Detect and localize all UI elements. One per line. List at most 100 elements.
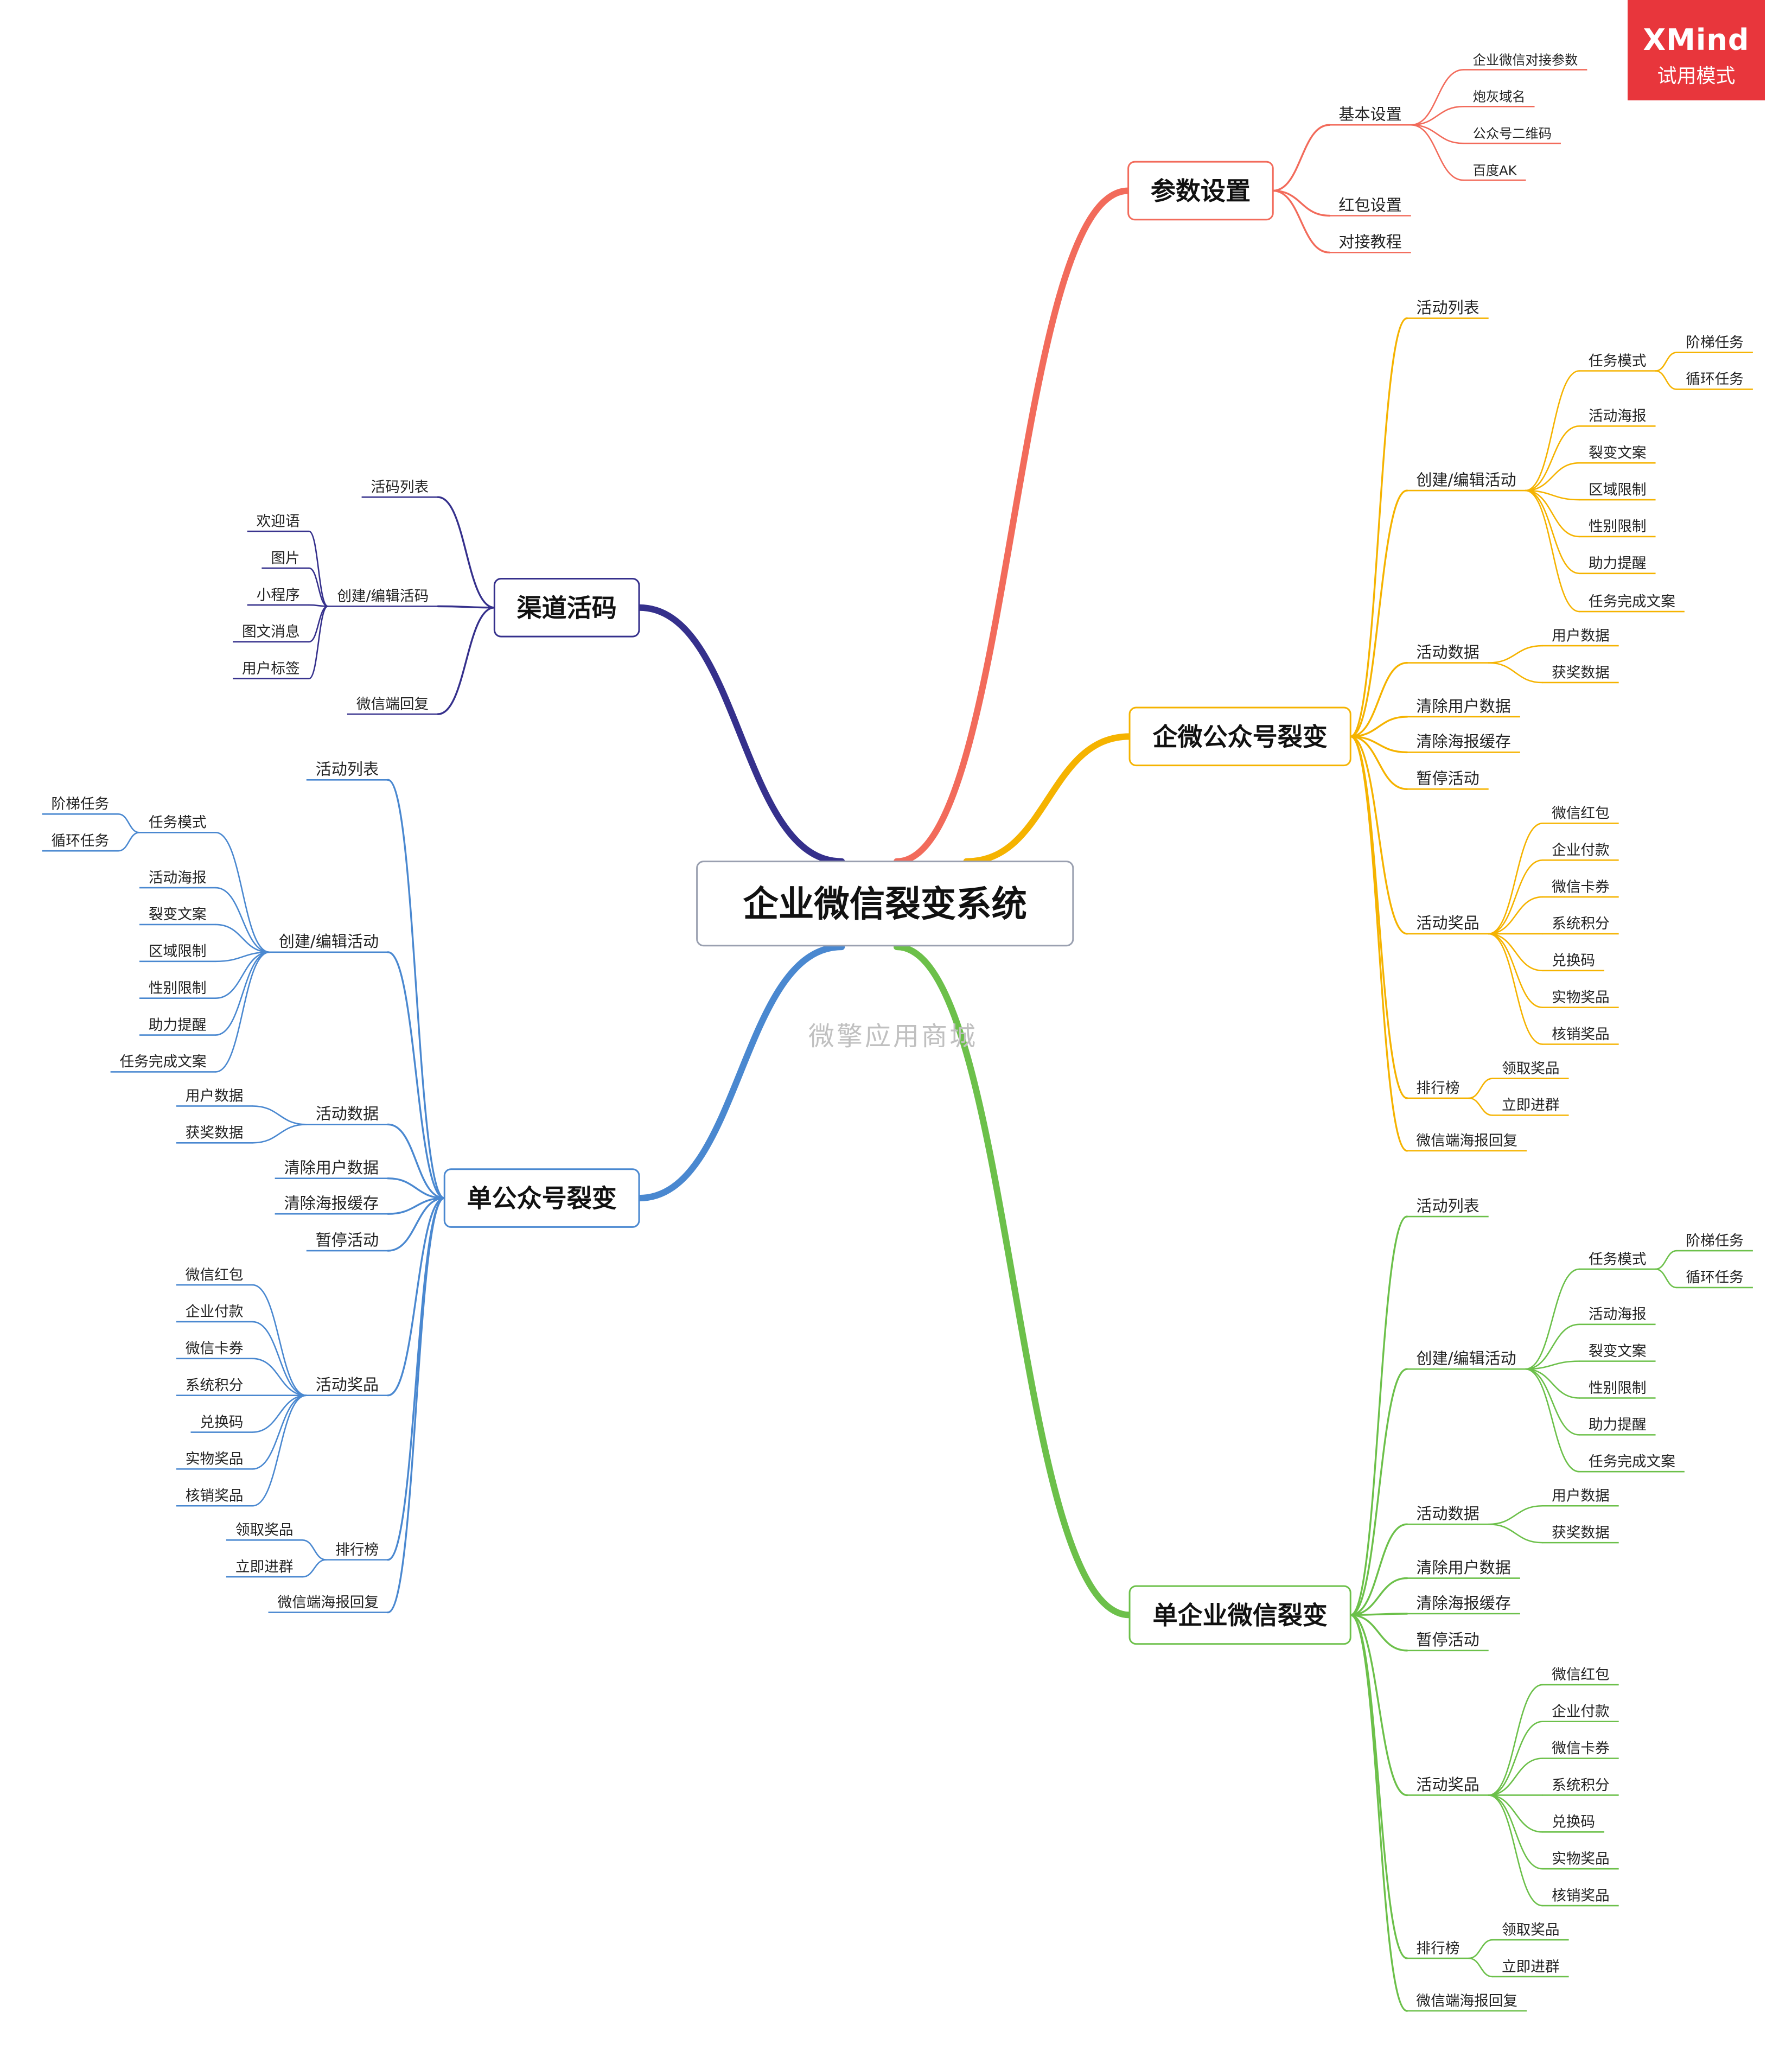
subtopic-wecom-mp-fission-7-1[interactable]: 立即进群 — [1502, 1097, 1560, 1114]
topic-wecom-mp-fission-5[interactable]: 暂停活动 — [1416, 769, 1479, 788]
leaf-single-mp-fission-1-0-1[interactable]: 循环任务 — [52, 833, 110, 850]
topic-param-settings-1[interactable]: 红包设置 — [1338, 196, 1401, 214]
topic-param-settings-2[interactable]: 对接教程 — [1338, 233, 1401, 251]
subtopic-wecom-mp-fission-1-6[interactable]: 任务完成文案 — [1589, 593, 1675, 610]
subtopic-single-wecom-fission-6-0[interactable]: 微信红包 — [1552, 1666, 1610, 1683]
topic-wecom-mp-fission-2[interactable]: 活动数据 — [1416, 643, 1479, 661]
subtopic-single-wecom-fission-6-1[interactable]: 企业付款 — [1552, 1703, 1610, 1720]
topic-single-wecom-fission-2[interactable]: 活动数据 — [1416, 1504, 1479, 1523]
subtopic-wecom-mp-fission-1-0[interactable]: 任务模式 — [1589, 353, 1647, 370]
subtopic-single-mp-fission-6-1[interactable]: 企业付款 — [186, 1303, 244, 1320]
subtopic-channel-live-code-1-2[interactable]: 小程序 — [257, 587, 300, 603]
subtopic-wecom-mp-fission-6-5[interactable]: 实物奖品 — [1552, 989, 1610, 1006]
subtopic-single-wecom-fission-1-5[interactable]: 任务完成文案 — [1589, 1454, 1675, 1470]
leaf-single-wecom-fission-1-0-1[interactable]: 循环任务 — [1686, 1269, 1744, 1286]
topic-single-wecom-fission-1[interactable]: 创建/编辑活动 — [1416, 1349, 1516, 1367]
topic-single-wecom-fission-3[interactable]: 清除用户数据 — [1416, 1558, 1510, 1577]
subtopic-single-wecom-fission-2-1[interactable]: 获奖数据 — [1552, 1524, 1610, 1541]
subtopic-single-mp-fission-1-6[interactable]: 任务完成文案 — [120, 1054, 207, 1071]
subtopic-wecom-mp-fission-6-0[interactable]: 微信红包 — [1552, 805, 1610, 822]
subtopic-single-mp-fission-7-1[interactable]: 立即进群 — [235, 1558, 294, 1575]
branch-wecom-mp-fission-box[interactable] — [1128, 706, 1351, 767]
subtopic-wecom-mp-fission-2-0[interactable]: 用户数据 — [1552, 627, 1610, 644]
leaf-wecom-mp-fission-1-0-0[interactable]: 阶梯任务 — [1686, 334, 1744, 351]
subtopic-single-wecom-fission-6-6[interactable]: 核销奖品 — [1552, 1887, 1610, 1904]
topic-channel-live-code-2[interactable]: 微信端回复 — [356, 696, 429, 712]
topic-wecom-mp-fission-7[interactable]: 排行榜 — [1416, 1080, 1459, 1097]
central-topic[interactable]: 企业微信裂变系统 — [743, 884, 1027, 925]
topic-single-mp-fission-1[interactable]: 创建/编辑活动 — [279, 932, 379, 951]
topic-single-mp-fission-7[interactable]: 排行榜 — [335, 1542, 379, 1558]
xmind-trial-badge[interactable]: XMind 试用模式 — [1628, 0, 1765, 100]
subtopic-single-mp-fission-6-5[interactable]: 实物奖品 — [186, 1451, 244, 1468]
topic-single-mp-fission-4[interactable]: 清除海报缓存 — [284, 1194, 379, 1212]
topic-single-mp-fission-3[interactable]: 清除用户数据 — [284, 1158, 379, 1177]
topic-single-mp-fission-2[interactable]: 活动数据 — [316, 1105, 379, 1123]
subtopic-wecom-mp-fission-6-4[interactable]: 兑换码 — [1552, 952, 1595, 969]
subtopic-wecom-mp-fission-6-3[interactable]: 系统积分 — [1552, 915, 1610, 932]
subtopic-single-wecom-fission-7-0[interactable]: 领取奖品 — [1502, 1921, 1560, 1938]
topic-single-mp-fission-6[interactable]: 活动奖品 — [316, 1375, 379, 1394]
subtopic-single-mp-fission-1-2[interactable]: 裂变文案 — [149, 906, 207, 923]
topic-single-mp-fission-0[interactable]: 活动列表 — [316, 760, 379, 779]
topic-wecom-mp-fission-0[interactable]: 活动列表 — [1416, 298, 1479, 317]
subtopic-wecom-mp-fission-6-2[interactable]: 微信卡券 — [1552, 878, 1610, 895]
subtopic-param-settings-0-1[interactable]: 炮灰域名 — [1473, 90, 1526, 105]
subtopic-single-mp-fission-2-0[interactable]: 用户数据 — [186, 1088, 244, 1105]
subtopic-single-mp-fission-6-0[interactable]: 微信红包 — [186, 1266, 244, 1283]
subtopic-single-wecom-fission-6-3[interactable]: 系统积分 — [1552, 1777, 1610, 1794]
subtopic-wecom-mp-fission-6-6[interactable]: 核销奖品 — [1552, 1026, 1610, 1043]
topic-wecom-mp-fission-8[interactable]: 微信端海报回复 — [1416, 1132, 1517, 1149]
subtopic-single-mp-fission-1-0[interactable]: 任务模式 — [149, 814, 207, 831]
branch-param-settings[interactable]: 参数设置 — [1151, 176, 1251, 206]
subtopic-channel-live-code-1-1[interactable]: 图片 — [271, 550, 299, 566]
subtopic-channel-live-code-1-4[interactable]: 用户标签 — [242, 660, 300, 677]
branch-channel-live-code-box[interactable] — [493, 577, 640, 638]
topic-single-wecom-fission-0[interactable]: 活动列表 — [1416, 1196, 1479, 1215]
subtopic-single-mp-fission-1-4[interactable]: 性别限制 — [149, 980, 207, 997]
topic-wecom-mp-fission-4[interactable]: 清除海报缓存 — [1416, 733, 1510, 751]
central-topic-box[interactable] — [696, 861, 1074, 947]
subtopic-single-wecom-fission-1-0[interactable]: 任务模式 — [1589, 1251, 1647, 1268]
branch-single-wecom-fission-box[interactable] — [1128, 1585, 1351, 1645]
leaf-single-mp-fission-1-0-0[interactable]: 阶梯任务 — [52, 796, 110, 813]
subtopic-single-wecom-fission-1-1[interactable]: 活动海报 — [1589, 1306, 1647, 1323]
subtopic-single-mp-fission-2-1[interactable]: 获奖数据 — [186, 1125, 244, 1142]
topic-single-wecom-fission-8[interactable]: 微信端海报回复 — [1416, 1992, 1517, 2009]
topic-param-settings-0[interactable]: 基本设置 — [1338, 105, 1401, 124]
subtopic-single-mp-fission-6-4[interactable]: 兑换码 — [200, 1414, 243, 1431]
subtopic-single-mp-fission-1-1[interactable]: 活动海报 — [149, 869, 207, 886]
topic-channel-live-code-0[interactable]: 活码列表 — [371, 479, 429, 496]
leaf-wecom-mp-fission-1-0-1[interactable]: 循环任务 — [1686, 371, 1744, 388]
subtopic-single-mp-fission-6-3[interactable]: 系统积分 — [186, 1377, 244, 1394]
subtopic-single-wecom-fission-6-5[interactable]: 实物奖品 — [1552, 1851, 1610, 1868]
subtopic-single-wecom-fission-1-4[interactable]: 助力提醒 — [1589, 1417, 1647, 1434]
subtopic-single-wecom-fission-6-4[interactable]: 兑换码 — [1552, 1814, 1595, 1831]
subtopic-wecom-mp-fission-1-2[interactable]: 裂变文案 — [1589, 444, 1647, 461]
subtopic-single-mp-fission-7-0[interactable]: 领取奖品 — [235, 1522, 294, 1539]
branch-wecom-mp-fission[interactable]: 企微公众号裂变 — [1152, 722, 1327, 752]
branch-channel-live-code[interactable]: 渠道活码 — [517, 593, 617, 622]
subtopic-wecom-mp-fission-1-3[interactable]: 区域限制 — [1589, 481, 1647, 498]
subtopic-single-mp-fission-6-2[interactable]: 微信卡券 — [186, 1340, 244, 1357]
topic-single-wecom-fission-7[interactable]: 排行榜 — [1416, 1940, 1459, 1957]
subtopic-wecom-mp-fission-6-1[interactable]: 企业付款 — [1552, 842, 1610, 858]
subtopic-single-wecom-fission-7-1[interactable]: 立即进群 — [1502, 1958, 1560, 1975]
subtopic-wecom-mp-fission-1-1[interactable]: 活动海报 — [1589, 408, 1647, 425]
subtopic-wecom-mp-fission-2-1[interactable]: 获奖数据 — [1552, 664, 1610, 681]
subtopic-single-wecom-fission-1-3[interactable]: 性别限制 — [1589, 1380, 1647, 1397]
topic-channel-live-code-1[interactable]: 创建/编辑活码 — [337, 588, 429, 605]
topic-single-wecom-fission-4[interactable]: 清除海报缓存 — [1416, 1594, 1510, 1612]
subtopic-single-mp-fission-1-3[interactable]: 区域限制 — [149, 943, 207, 960]
subtopic-wecom-mp-fission-1-5[interactable]: 助力提醒 — [1589, 555, 1647, 572]
subtopic-param-settings-0-2[interactable]: 公众号二维码 — [1473, 126, 1552, 141]
topic-wecom-mp-fission-6[interactable]: 活动奖品 — [1416, 914, 1479, 932]
leaf-single-wecom-fission-1-0-0[interactable]: 阶梯任务 — [1686, 1232, 1744, 1249]
subtopic-channel-live-code-1-3[interactable]: 图文消息 — [242, 623, 300, 640]
subtopic-single-mp-fission-6-6[interactable]: 核销奖品 — [186, 1488, 244, 1505]
subtopic-single-wecom-fission-1-2[interactable]: 裂变文案 — [1589, 1343, 1647, 1360]
subtopic-single-mp-fission-1-5[interactable]: 助力提醒 — [149, 1017, 207, 1034]
subtopic-channel-live-code-1-0[interactable]: 欢迎语 — [257, 513, 300, 530]
topic-single-wecom-fission-6[interactable]: 活动奖品 — [1416, 1775, 1479, 1794]
topic-wecom-mp-fission-3[interactable]: 清除用户数据 — [1416, 697, 1510, 715]
